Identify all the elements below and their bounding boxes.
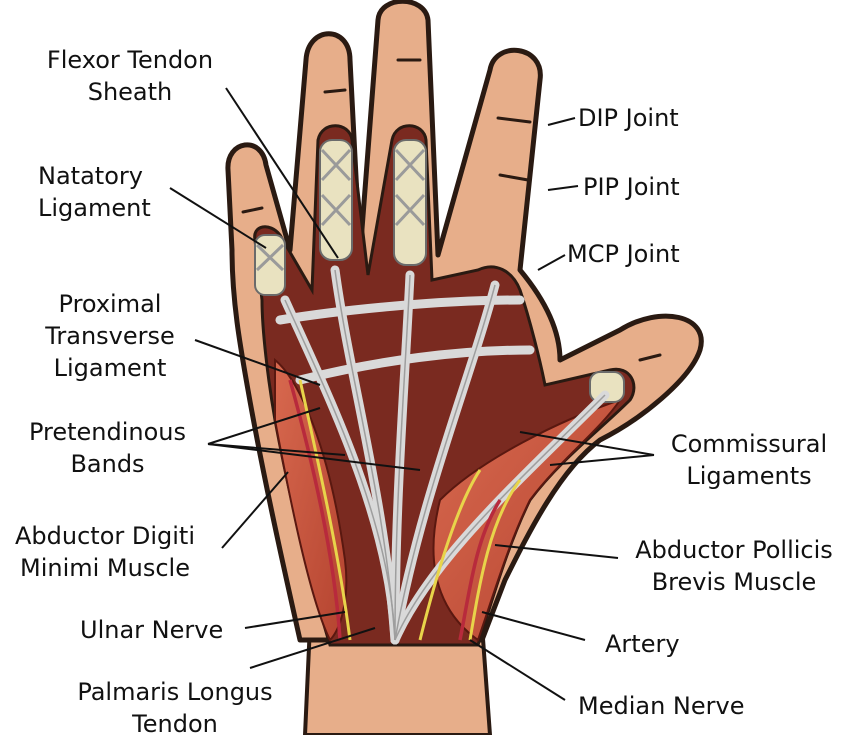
sheath-cross-fibers (255, 148, 426, 272)
label-proximal-transverse-ligament: Proximal Transverse Ligament (45, 290, 175, 382)
label-abductor-pollicis-brevis-muscle: Abductor Pollicis Brevis Muscle (635, 536, 833, 596)
label-natatory-ligament: Natatory Ligament (38, 162, 151, 222)
flexor-sheaths (254, 139, 625, 403)
leader-lines (169, 87, 655, 701)
abductor-digiti-minimi-muscle (274, 357, 348, 642)
aponeurosis-strokes (284, 269, 606, 641)
nerves (298, 379, 522, 641)
label-abductor-digiti-minimi-muscle: Abductor Digiti Minimi Muscle (14, 522, 195, 582)
label-ulnar-nerve: Ulnar Nerve (80, 616, 224, 644)
label-pip-joint: PIP Joint (583, 173, 680, 201)
label-mcp-joint: MCP Joint (567, 240, 680, 268)
label-flexor-tendon-sheath: Flexor Tendon Sheath (46, 46, 214, 106)
label-pretendinous-bands: Pretendinous Bands (28, 418, 187, 478)
label-commissural-ligaments: Commissural Ligaments (670, 430, 828, 490)
label-median-nerve: Median Nerve (578, 692, 745, 720)
label-dip-joint: DIP Joint (578, 104, 679, 132)
skin-creases (241, 58, 662, 362)
label-palmaris-longus-tendon: Palmaris Longus Tendon (77, 678, 273, 738)
label-artery: Artery (605, 630, 680, 658)
